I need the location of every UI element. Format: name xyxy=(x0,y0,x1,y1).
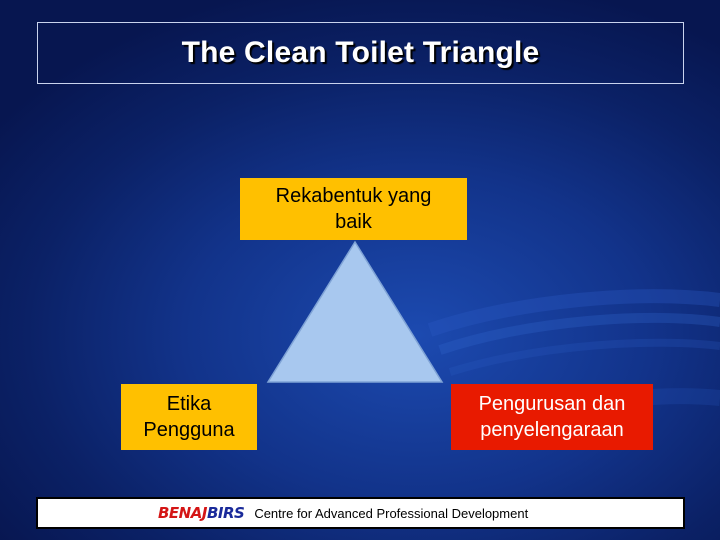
title-frame: The Clean Toilet Triangle xyxy=(37,22,684,84)
footer-logo: BENAJBIRS xyxy=(158,504,245,522)
logo-part-b: BIRS xyxy=(206,504,245,522)
triangle-shape xyxy=(266,240,444,383)
vertex-top-label: Rekabentuk yang baik xyxy=(275,185,432,233)
slide-title: The Clean Toilet Triangle xyxy=(181,36,540,69)
vertex-top-box: Rekabentuk yang baik xyxy=(240,178,467,240)
footer-bar: BENAJBIRS Centre for Advanced Profession… xyxy=(36,497,685,529)
vertex-right-label: Pengurusan dan penyelengaraan xyxy=(478,393,626,441)
vertex-left-label: Etika Pengguna xyxy=(143,393,235,441)
vertex-left-box: Etika Pengguna xyxy=(121,384,257,450)
vertex-right-box: Pengurusan dan penyelengaraan xyxy=(451,384,653,450)
footer-text: Centre for Advanced Professional Develop… xyxy=(254,505,529,521)
logo-part-a: BENAJ xyxy=(158,504,207,522)
